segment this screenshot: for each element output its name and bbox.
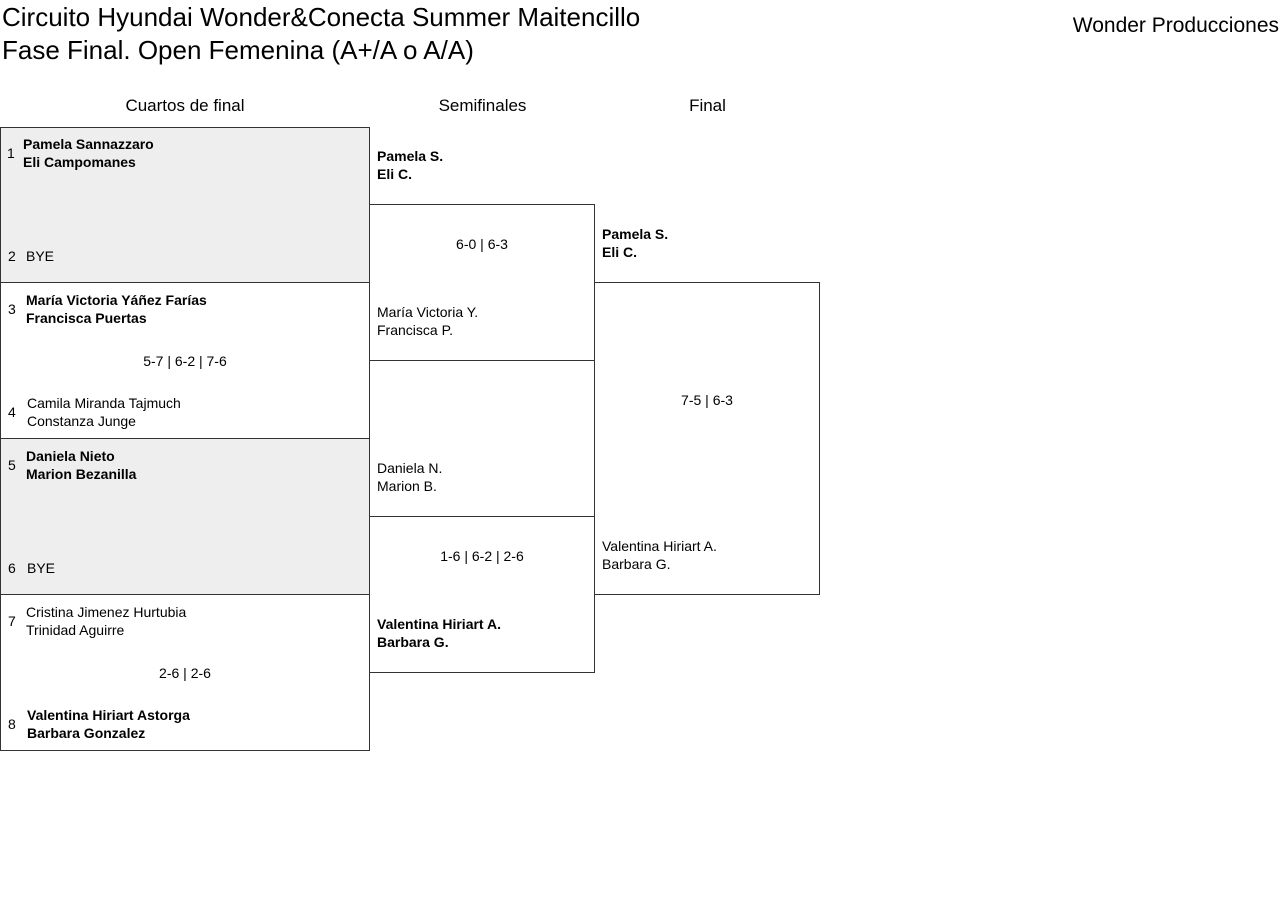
page-subtitle: Fase Final. Open Femenina (A+/A o A/A) [2, 35, 474, 65]
team-entry: María Victoria Yáñez Farías Francisca Pu… [26, 291, 207, 327]
match-score: 7-5 | 6-3 [681, 392, 733, 408]
team-entry: Pamela S. Eli C. [602, 225, 668, 261]
player-name: BYE [26, 248, 55, 264]
player-name: Marion Bezanilla [26, 466, 137, 482]
team-entry: BYE [27, 559, 55, 577]
team-entry: Camila Miranda Tajmuch Constanza Junge [27, 394, 181, 430]
player-name: Eli Campomanes [23, 154, 136, 170]
seed-number: 1 [7, 145, 15, 161]
match-score: 6-0 | 6-3 [456, 236, 508, 252]
player-name: Pamela Sannazzaro [23, 136, 154, 152]
seed-number: 6 [8, 560, 16, 576]
team-entry: Valentina Hiriart A. Barbara G. [602, 537, 717, 573]
match-score: 1-6 | 6-2 | 2-6 [440, 548, 524, 564]
team-entry: Pamela S. Eli C. [377, 147, 443, 183]
player-name: Pamela S. [377, 148, 444, 164]
team-entry: Pamela Sannazzaro Eli Campomanes [23, 135, 154, 171]
player-name: Daniela N. [377, 460, 443, 476]
round-header-semifinals: Semifinales [438, 96, 527, 115]
player-name: Valentina Hiriart A. [602, 538, 717, 554]
player-name: María Victoria Yáñez Farías [26, 292, 207, 308]
player-name: Barbara G. [602, 556, 671, 572]
player-name: Daniela Nieto [26, 448, 115, 464]
seed-number: 3 [8, 301, 16, 317]
team-entry: Daniela Nieto Marion Bezanilla [26, 447, 136, 483]
player-name: Barbara Gonzalez [27, 725, 146, 741]
seed-number: 2 [8, 248, 16, 264]
match-score: 2-6 | 2-6 [159, 665, 211, 681]
seed-number: 5 [8, 457, 16, 473]
player-name: Eli C. [377, 166, 413, 182]
player-name: Valentina Hiriart Astorga [27, 707, 190, 723]
team-entry: Daniela N. Marion B. [377, 459, 442, 495]
round-header-final: Final [689, 96, 726, 115]
round-header-quarterfinals: Cuartos de final [125, 96, 245, 115]
player-name: María Victoria Y. [377, 304, 479, 320]
quarterfinal-match-1 [0, 127, 370, 283]
player-name: Cristina Jimenez Hurtubia [26, 604, 187, 620]
team-entry: Valentina Hiriart Astorga Barbara Gonzal… [27, 706, 190, 742]
player-name: Constanza Junge [27, 413, 136, 429]
seed-number: 4 [8, 404, 16, 420]
player-name: Pamela S. [602, 226, 669, 242]
team-entry: Valentina Hiriart A. Barbara G. [377, 615, 501, 651]
page-title: Circuito Hyundai Wonder&Conecta Summer M… [2, 2, 641, 32]
match-score: 5-7 | 6-2 | 7-6 [143, 353, 227, 369]
team-entry: Cristina Jimenez Hurtubia Trinidad Aguir… [26, 603, 186, 639]
player-name: BYE [27, 560, 56, 576]
final-match [594, 282, 820, 595]
team-entry: María Victoria Y. Francisca P. [377, 303, 478, 339]
player-name: Valentina Hiriart A. [377, 616, 501, 632]
player-name: Marion B. [377, 478, 437, 494]
player-name: Camila Miranda Tajmuch [27, 395, 181, 411]
player-name: Eli C. [602, 244, 638, 260]
seed-number: 7 [8, 613, 16, 629]
quarterfinal-match-3 [0, 438, 370, 595]
organizer-name: Wonder Producciones [1072, 14, 1279, 37]
player-name: Francisca Puertas [26, 310, 147, 326]
player-name: Barbara G. [377, 634, 449, 650]
seed-number: 8 [8, 716, 16, 732]
team-entry: BYE [26, 247, 54, 265]
player-name: Trinidad Aguirre [26, 622, 125, 638]
player-name: Francisca P. [377, 322, 453, 338]
